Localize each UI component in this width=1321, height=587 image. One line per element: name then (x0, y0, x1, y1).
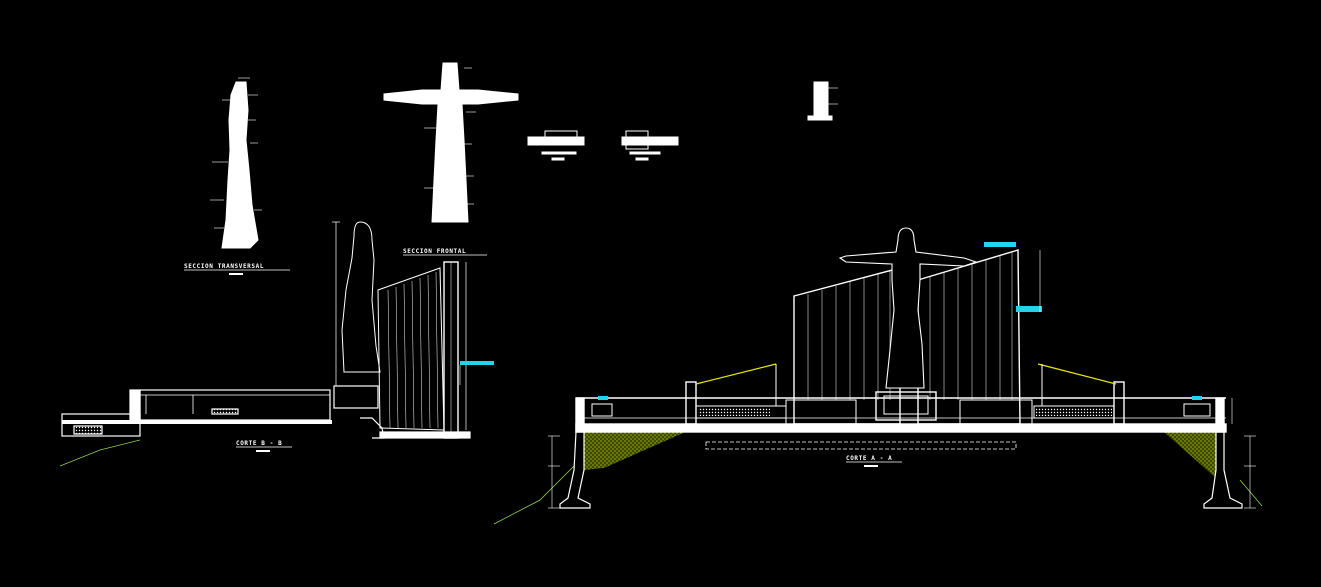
seccion-frontal-detail (383, 62, 519, 223)
small-detail-3 (807, 81, 838, 121)
corte-b-cyan-marker (460, 361, 494, 365)
corte-b-section (59, 221, 471, 467)
corte-b-title: CORTE B - B (236, 440, 282, 447)
corte-a-title: CORTE A - A (846, 455, 892, 462)
seccion-transversal-title: SECCION TRANSVERSAL (184, 263, 264, 270)
corte-a-cyan-marker-3 (598, 396, 608, 400)
corte-a-cyan-marker-1 (984, 242, 1016, 247)
corte-a-section (493, 227, 1263, 525)
seccion-transversal-detail (210, 77, 262, 249)
corte-a-cyan-marker-4 (1192, 396, 1202, 400)
seccion-frontal-title: SECCION FRONTAL (403, 248, 466, 255)
small-detail-1 (527, 130, 585, 161)
small-detail-2 (621, 130, 679, 161)
corte-a-cyan-marker-2 (1016, 306, 1042, 312)
